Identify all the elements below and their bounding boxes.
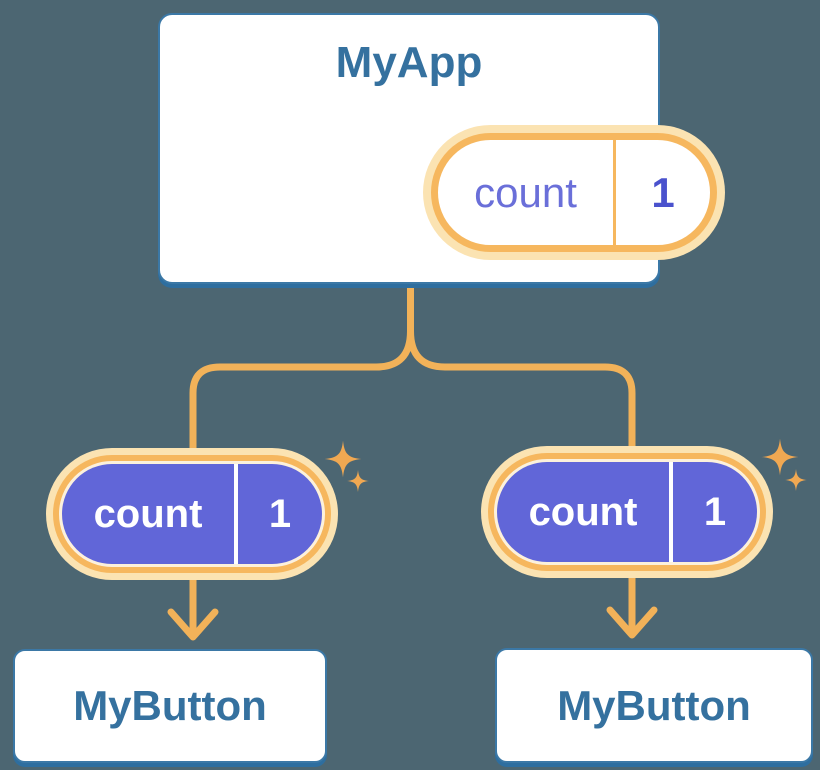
connector-branch-left (189, 280, 414, 456)
root-component-card: MyApp count 1 (158, 13, 725, 284)
state-pill: count 1 (423, 125, 725, 260)
child-component-card-right: MyButton (495, 648, 813, 763)
child-component-card-left: MyButton (13, 649, 327, 763)
sparkle-icon (324, 440, 369, 492)
prop-pill-body: count 1 (62, 464, 322, 564)
prop-pill-ring: count 1 (488, 453, 766, 571)
state-pill-halo: count 1 (423, 125, 725, 260)
prop-pill-label: count (528, 489, 638, 534)
child-component-title: MyButton (73, 682, 267, 729)
prop-pill-ring: count 1 (53, 455, 331, 573)
arrow-head-right (606, 606, 658, 639)
prop-pill-halo: count 1 (46, 448, 338, 580)
prop-pill-divider (669, 462, 673, 562)
connector-branch-right (407, 280, 636, 454)
state-pill-value: 1 (651, 168, 675, 216)
root-component-title: MyApp (335, 38, 483, 87)
prop-pill-body: count 1 (497, 462, 757, 562)
state-pill-label: count (474, 168, 577, 216)
prop-pill-label: count (93, 491, 203, 536)
prop-pill-value: 1 (703, 489, 727, 534)
prop-pill-left: count 1 (46, 448, 338, 580)
sparkle-icon (761, 438, 807, 491)
child-component-title: MyButton (557, 681, 751, 729)
state-pill-ring: count 1 (431, 133, 717, 252)
state-pill-divider (613, 140, 616, 245)
prop-pill-divider (234, 464, 238, 564)
arrow-head-left (167, 608, 219, 641)
prop-pill-halo: count 1 (481, 446, 773, 578)
prop-pill-value: 1 (268, 491, 292, 536)
prop-pill-right: count 1 (481, 446, 773, 578)
